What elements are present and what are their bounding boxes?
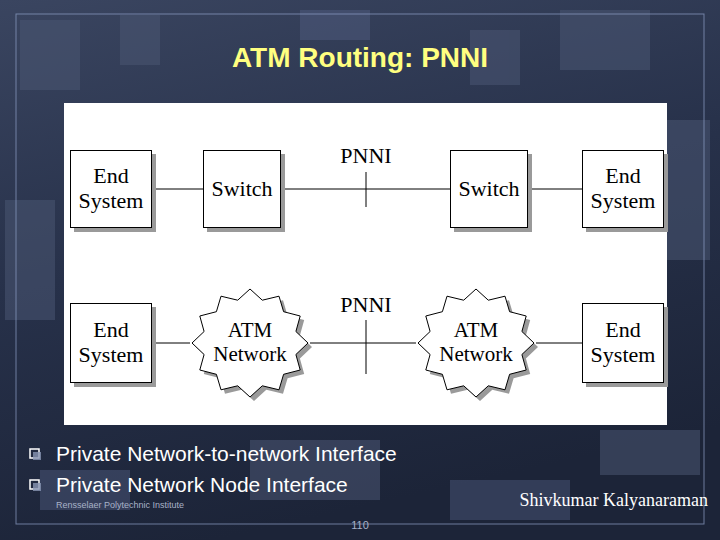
link-line xyxy=(152,343,190,344)
node-label: End System xyxy=(585,318,661,367)
node-text-group: Switch xyxy=(206,177,278,202)
end-system-box: End System xyxy=(70,150,152,228)
node-text-group: End System xyxy=(585,318,661,367)
node-text-group: End System xyxy=(73,318,149,367)
page-number: 110 xyxy=(340,519,380,531)
slide-title: ATM Routing: PNNI xyxy=(0,42,720,74)
bullet-text: Private Network Node Interface xyxy=(56,473,348,497)
node-label: Switch xyxy=(206,177,278,202)
network-cloud: ATM Network xyxy=(416,287,536,399)
node-text-group: End System xyxy=(585,164,661,213)
end-system-box: End System xyxy=(70,303,152,383)
institution-footer: Rensselaer Polytechnic Institute xyxy=(56,500,184,510)
end-system-box: End System xyxy=(582,150,664,228)
starburst-shape xyxy=(418,289,534,397)
node-label: ATM Network xyxy=(431,319,521,366)
interface-tick xyxy=(366,320,367,374)
node-label: End System xyxy=(585,164,661,213)
node-text-group: ATM Network xyxy=(205,319,295,366)
network-cloud: ATM Network xyxy=(190,287,310,399)
link-line xyxy=(310,343,416,344)
interface-label: PNNI xyxy=(336,143,396,169)
link-line xyxy=(152,189,203,190)
node-text-group: ATM Network xyxy=(431,319,521,366)
node-label: ATM Network xyxy=(205,319,295,366)
switch-box: Switch xyxy=(450,150,528,228)
node-text-group: End System xyxy=(73,164,149,213)
end-system-box: End System xyxy=(582,303,664,383)
node-label: Switch xyxy=(453,177,525,202)
bullet-text: Private Network-to-network Interface xyxy=(56,442,397,466)
node-label: End System xyxy=(73,164,149,213)
node-text-group: Switch xyxy=(453,177,525,202)
link-line xyxy=(536,343,582,344)
author-name: Shivkumar Kalyanaraman xyxy=(520,490,708,511)
switch-box: Switch xyxy=(203,150,281,228)
starburst-shape xyxy=(192,289,308,397)
link-line xyxy=(528,189,582,190)
link-line xyxy=(281,189,450,190)
node-label: End System xyxy=(73,318,149,367)
interface-label: PNNI xyxy=(336,292,396,318)
